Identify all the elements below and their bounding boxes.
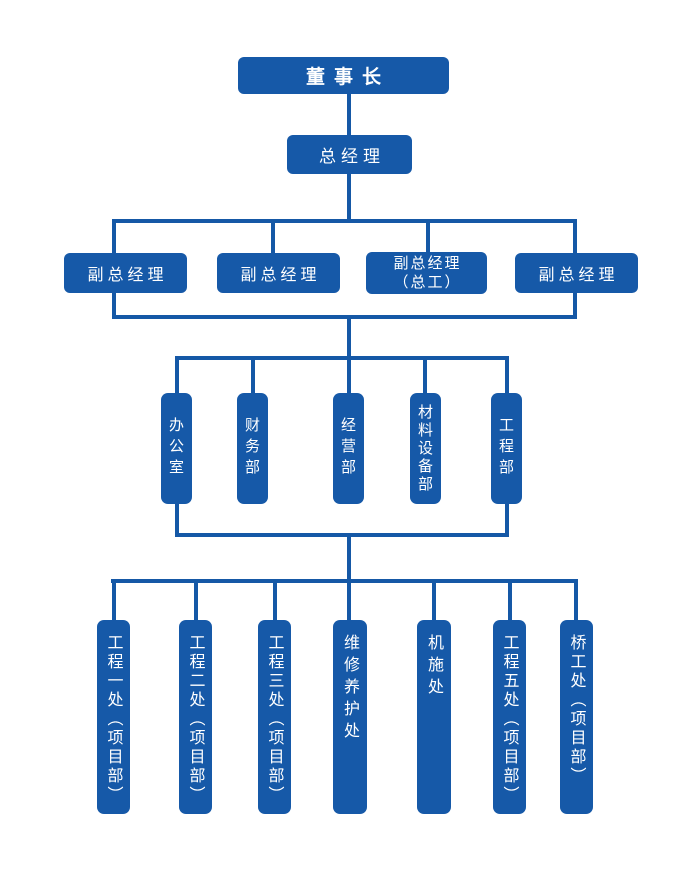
connector-line [423, 356, 427, 396]
node-division-engineering-5-label: 工程五处（项目部） [500, 634, 520, 805]
node-deputy-gm-3-text: 副总经理 （总工） [391, 254, 461, 292]
node-dept-materials-equipment: 材料设备部 [410, 393, 441, 504]
connector-line [505, 356, 509, 396]
node-deputy-gm-2: 副总经理 [217, 253, 340, 293]
connector-line [347, 90, 351, 138]
node-division-bridge-works: 桥工处（项目部） [560, 620, 593, 814]
connector-line [508, 579, 512, 624]
node-division-engineering-3-label: 工程三处（项目部） [265, 634, 285, 805]
node-division-maintenance: 维修养护处 [333, 620, 367, 814]
connector-line [112, 315, 577, 319]
node-division-machinery: 机施处 [417, 620, 451, 814]
node-dept-operations-label: 经营部 [339, 417, 357, 480]
connector-line [432, 579, 436, 624]
node-dept-office-label: 办公室 [167, 417, 185, 480]
node-division-machinery-label: 机施处 [425, 634, 444, 700]
connector-line [273, 579, 277, 624]
node-division-engineering-1-label: 工程一处（项目部） [104, 634, 124, 805]
node-deputy-gm-2-label: 副总经理 [240, 265, 321, 284]
node-division-engineering-2: 工程二处（项目部） [179, 620, 212, 814]
connector-line [251, 356, 255, 396]
node-division-engineering-1: 工程一处（项目部） [97, 620, 130, 814]
connector-line [194, 579, 198, 624]
connector-line [175, 356, 179, 396]
node-deputy-gm-4: 副总经理 [515, 253, 638, 293]
connector-line [347, 356, 351, 396]
node-deputy-gm-3-sublabel: （总工） [393, 273, 462, 291]
node-general-manager: 总经理 [287, 135, 412, 174]
node-deputy-gm-4-label: 副总经理 [538, 265, 619, 284]
node-division-maintenance-label: 维修养护处 [341, 634, 360, 744]
node-division-engineering-5: 工程五处（项目部） [493, 620, 526, 814]
connector-line [347, 315, 351, 360]
node-deputy-gm-3-label: 副总经理 [393, 254, 462, 272]
node-chairman: 董事长 [238, 57, 449, 94]
node-chairman-label: 董事长 [305, 66, 390, 88]
node-deputy-gm-1: 副总经理 [64, 253, 187, 293]
connector-line [112, 579, 116, 624]
node-dept-materials-equipment-label: 材料设备部 [416, 403, 434, 494]
connector-line [426, 219, 430, 257]
connector-line [175, 356, 509, 360]
connector-line [111, 579, 578, 583]
connector-line [347, 171, 351, 223]
node-division-bridge-works-label: 桥工处（项目部） [567, 634, 587, 786]
node-dept-engineering: 工程部 [491, 393, 522, 504]
node-division-engineering-2-label: 工程二处（项目部） [186, 634, 206, 805]
node-dept-finance-label: 财务部 [243, 417, 261, 480]
node-deputy-gm-1-label: 副总经理 [87, 265, 168, 284]
connector-line [347, 579, 351, 624]
node-dept-operations: 经营部 [333, 393, 364, 504]
connector-line [175, 533, 509, 537]
node-dept-office: 办公室 [161, 393, 192, 504]
connector-line [271, 219, 275, 257]
connector-line [574, 579, 578, 624]
node-division-engineering-3: 工程三处（项目部） [258, 620, 291, 814]
connector-line [112, 219, 577, 223]
node-deputy-gm-3: 副总经理 （总工） [366, 252, 487, 294]
node-dept-finance: 财务部 [237, 393, 268, 504]
node-general-manager-label: 总经理 [319, 147, 385, 167]
node-dept-engineering-label: 工程部 [497, 417, 515, 480]
connector-line [505, 502, 509, 537]
connector-line [175, 502, 179, 537]
connector-line [347, 533, 351, 583]
